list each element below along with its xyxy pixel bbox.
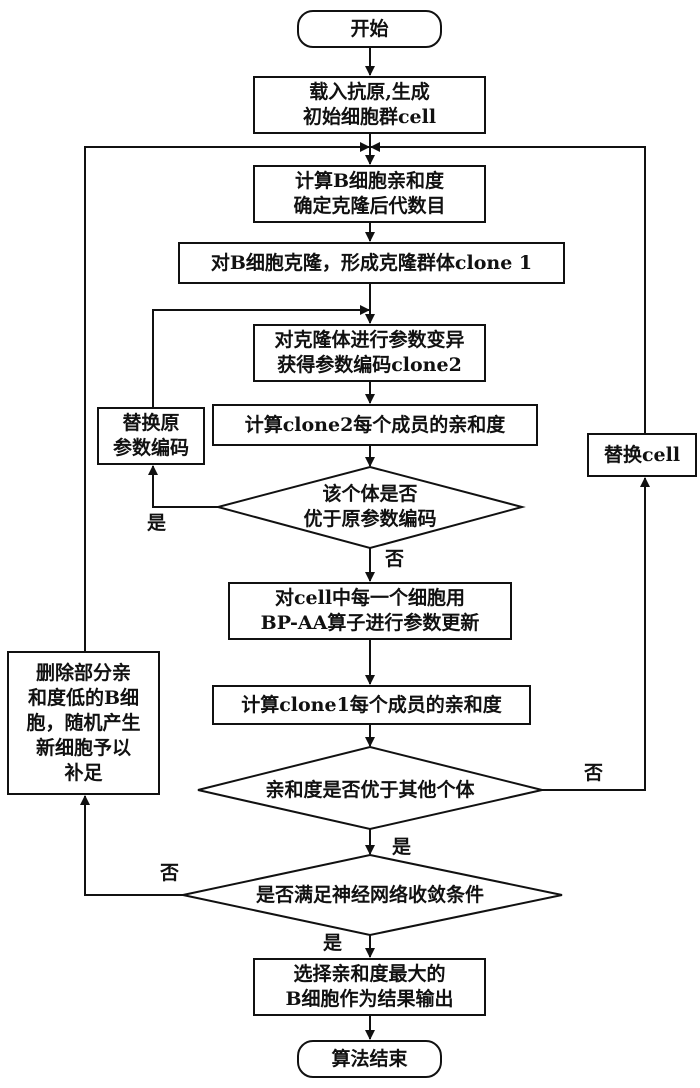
decision-better-shape: [214, 465, 526, 550]
replace-cell-label: 替换cell: [603, 443, 681, 466]
calc-affinity-line-1: 计算B细胞亲和度: [294, 170, 445, 192]
label-no-affinity: 否: [584, 762, 604, 784]
end-label: 算法结束: [331, 1047, 408, 1070]
calc-clone2-box: 计算clone2每个成员的亲和度: [212, 404, 538, 446]
calc-clone2-label: 计算clone2每个成员的亲和度: [244, 413, 506, 436]
end-terminal: 算法结束: [297, 1040, 442, 1078]
label-yes-better: 是: [147, 512, 167, 534]
update-line-1: 对cell中每一个细胞用: [274, 587, 466, 609]
decision-better: 该个体是否 优于原参数编码: [240, 472, 500, 542]
calc-affinity-box: 计算B细胞亲和度 确定克隆后代数目: [253, 165, 486, 223]
arrow-no-converge-to-delete: [80, 795, 183, 896]
arrow-replace-code-to-loop: [152, 305, 370, 407]
start-terminal: 开始: [297, 10, 442, 48]
clone-box: 对B细胞克隆，形成克隆群体clone 1: [178, 242, 565, 284]
arrow-replace-cell-to-top: [370, 142, 646, 433]
decision-affinity: 亲和度是否优于其他个体: [220, 770, 520, 810]
replace-code-box: 替换原 参数编码: [97, 407, 205, 465]
replace-code-line-2: 参数编码: [112, 437, 189, 459]
output-line-1: 选择亲和度最大的: [293, 963, 446, 985]
mutate-line-2: 获得参数编码clone2: [277, 354, 462, 376]
clone-label: 对B细胞克隆，形成克隆群体clone 1: [210, 251, 533, 274]
delete-line-2: 和度低的B细: [27, 686, 140, 709]
load-line-1: 载入抗原,生成: [309, 81, 430, 103]
delete-line-5: 补足: [64, 761, 103, 784]
load-line-2: 初始细胞群cell: [302, 106, 437, 128]
label-no-better: 否: [385, 548, 405, 570]
decision-converge-shape: [182, 853, 563, 937]
label-no-converge: 否: [160, 862, 180, 884]
replace-cell-box: 替换cell: [587, 433, 697, 477]
start-label: 开始: [350, 17, 389, 40]
delete-line-1: 删除部分亲: [35, 661, 131, 684]
arrow-no-to-replace-cell: [542, 477, 650, 791]
delete-line-4: 新细胞予以: [35, 736, 131, 759]
label-yes-affinity: 是: [392, 836, 412, 858]
delete-cells-box: 删除部分亲 和度低的B细 胞，随机产生 新细胞予以 补足: [7, 651, 160, 795]
arrow-delete-to-top: [84, 142, 370, 651]
delete-line-3: 胞，随机产生: [26, 711, 141, 734]
load-antigen-box: 载入抗原,生成 初始细胞群cell: [253, 76, 486, 134]
output-box: 选择亲和度最大的 B细胞作为结果输出: [253, 958, 486, 1016]
replace-code-line-1: 替换原: [122, 412, 180, 434]
decision-better-line-1: 该个体是否: [322, 483, 418, 505]
label-yes-converge: 是: [323, 932, 343, 954]
decision-affinity-shape: [197, 745, 543, 831]
update-line-2: BP-AA算子进行参数更新: [260, 612, 480, 634]
calc-affinity-line-2: 确定克隆后代数目: [293, 195, 446, 217]
calc-clone1-box: 计算clone1每个成员的亲和度: [212, 685, 531, 725]
decision-converge: 是否满足神经网络收敛条件: [215, 875, 525, 915]
decision-better-line-2: 优于原参数编码: [303, 508, 437, 530]
output-line-2: B细胞作为结果输出: [285, 988, 454, 1010]
decision-converge-label: 是否满足神经网络收敛条件: [255, 883, 484, 906]
mutate-box: 对克隆体进行参数变异 获得参数编码clone2: [253, 324, 486, 382]
arrow-yes-to-replace-code: [148, 465, 218, 508]
calc-clone1-label: 计算clone1每个成员的亲和度: [241, 693, 502, 716]
mutate-line-1: 对克隆体进行参数变异: [274, 329, 465, 351]
update-box: 对cell中每一个细胞用 BP-AA算子进行参数更新: [228, 582, 512, 640]
decision-affinity-label: 亲和度是否优于其他个体: [265, 778, 475, 801]
